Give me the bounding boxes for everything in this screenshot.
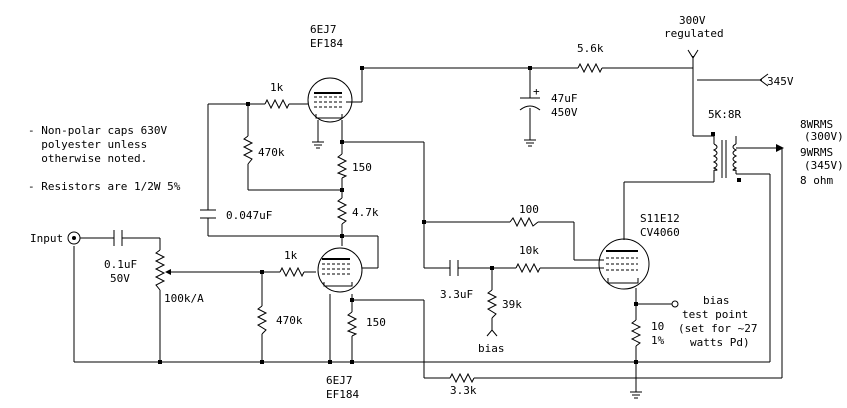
capacitor-label: 450V — [551, 106, 578, 119]
capacitor-label: 47uF — [551, 92, 578, 105]
resistor-5-6k — [577, 62, 603, 74]
resistor-label: 10k — [519, 244, 539, 257]
resistor-label: 470k — [276, 314, 303, 327]
resistor-label: 4.7k — [352, 206, 379, 219]
supply-regulated-label: regulated — [664, 27, 724, 40]
ground-symbols — [312, 139, 642, 399]
tube-v2-label: 6EJ7 — [326, 374, 353, 387]
bias-node-label: bias — [478, 342, 505, 355]
tube-v3-label: CV4060 — [640, 226, 680, 239]
resistor-label: 5.6k — [577, 42, 604, 55]
labels: - Non-polar caps 630V polyester unless o… — [28, 14, 844, 401]
resistors — [154, 62, 642, 384]
note-line: polyester unless — [28, 138, 147, 151]
output-transformer — [711, 132, 741, 182]
transformer-output-label: 8 ohm — [800, 174, 833, 187]
resistor-v1-grid — [264, 98, 290, 110]
resistor-feedback — [449, 372, 475, 384]
tube-v2 — [317, 247, 363, 293]
note-line: - Non-polar caps 630V — [28, 124, 167, 137]
resistor-v2-cathode — [346, 311, 358, 337]
tube-v1 — [307, 77, 353, 123]
volume-pot — [154, 249, 166, 291]
bias-test-point-label: test point — [682, 308, 748, 321]
resistor-v1-leak — [242, 135, 254, 165]
tube-v1-label: EF184 — [310, 37, 343, 50]
raw-supply-arrow-icon — [759, 73, 769, 87]
resistor-out-cathode — [630, 319, 642, 347]
filter-cap-polarity: + — [533, 85, 540, 98]
input-jack-icon — [67, 231, 81, 245]
resistor-v1-load — [336, 197, 348, 225]
transformer-output-label: (300V) — [804, 130, 844, 143]
transformer-ratio-label: 5K:8R — [708, 108, 741, 121]
input-label: Input — [30, 232, 63, 245]
resistor-label: 39k — [502, 298, 522, 311]
resistor-screen — [509, 216, 539, 228]
transformer-output-label: (345V) — [804, 159, 844, 172]
resistor-v2-grid — [279, 266, 305, 278]
ground-icon — [312, 141, 324, 149]
wires — [73, 56, 783, 392]
capacitor-label: 3.3uF — [440, 288, 473, 301]
note-line: - Resistors are 1/2W 5% — [28, 180, 181, 193]
resistor-label: 1k — [284, 249, 298, 262]
resistor-v1-cathode — [336, 153, 348, 179]
resistor-label: 150 — [366, 316, 386, 329]
resistor-label: 1k — [270, 81, 284, 94]
capacitor-label: 50V — [110, 272, 130, 285]
supply-regulated-label: 300V — [679, 14, 706, 27]
junction-dots — [158, 66, 638, 364]
resistor-label: 100 — [519, 203, 539, 216]
bias-test-point-label: watts Pd) — [690, 336, 750, 349]
capacitor-label: 0.047uF — [226, 209, 272, 222]
resistor-label: 150 — [352, 161, 372, 174]
bias-arrow-icon — [486, 329, 498, 337]
bias-test-point-label: (set for ~27 — [678, 322, 757, 335]
resistor-label: 470k — [258, 146, 285, 159]
resistor-label: 1% — [651, 334, 665, 347]
tube-v3 — [598, 238, 650, 290]
resistor-label: 3.3k — [450, 384, 477, 397]
resistor-bias — [486, 289, 498, 319]
ground-icon — [630, 391, 642, 399]
tube-v3-label: S11E12 — [640, 212, 680, 225]
capacitor-label: 0.1uF — [104, 258, 137, 271]
tube-v2-label: EF184 — [326, 388, 359, 401]
transformer-output-label: 8WRMS — [800, 118, 833, 131]
note-line: otherwise noted. — [28, 152, 147, 165]
resistor-label: 10 — [651, 320, 664, 333]
pot-label: 100k/A — [164, 292, 204, 305]
resistor-v2-leak — [256, 305, 268, 335]
capacitors: + — [113, 85, 541, 276]
supply-arrow-icon — [687, 49, 699, 59]
terminals — [67, 49, 784, 337]
tube-v1-label: 6EJ7 — [310, 23, 337, 36]
transformer-output-label: 9WRMS — [800, 146, 833, 159]
ground-icon — [524, 139, 536, 147]
bias-test-point-icon — [671, 300, 679, 308]
output-arrow-icon — [776, 144, 784, 152]
bias-test-point-label: bias — [703, 294, 730, 307]
resistor-out-grid — [515, 262, 541, 274]
supply-raw-label: 345V — [767, 75, 794, 88]
